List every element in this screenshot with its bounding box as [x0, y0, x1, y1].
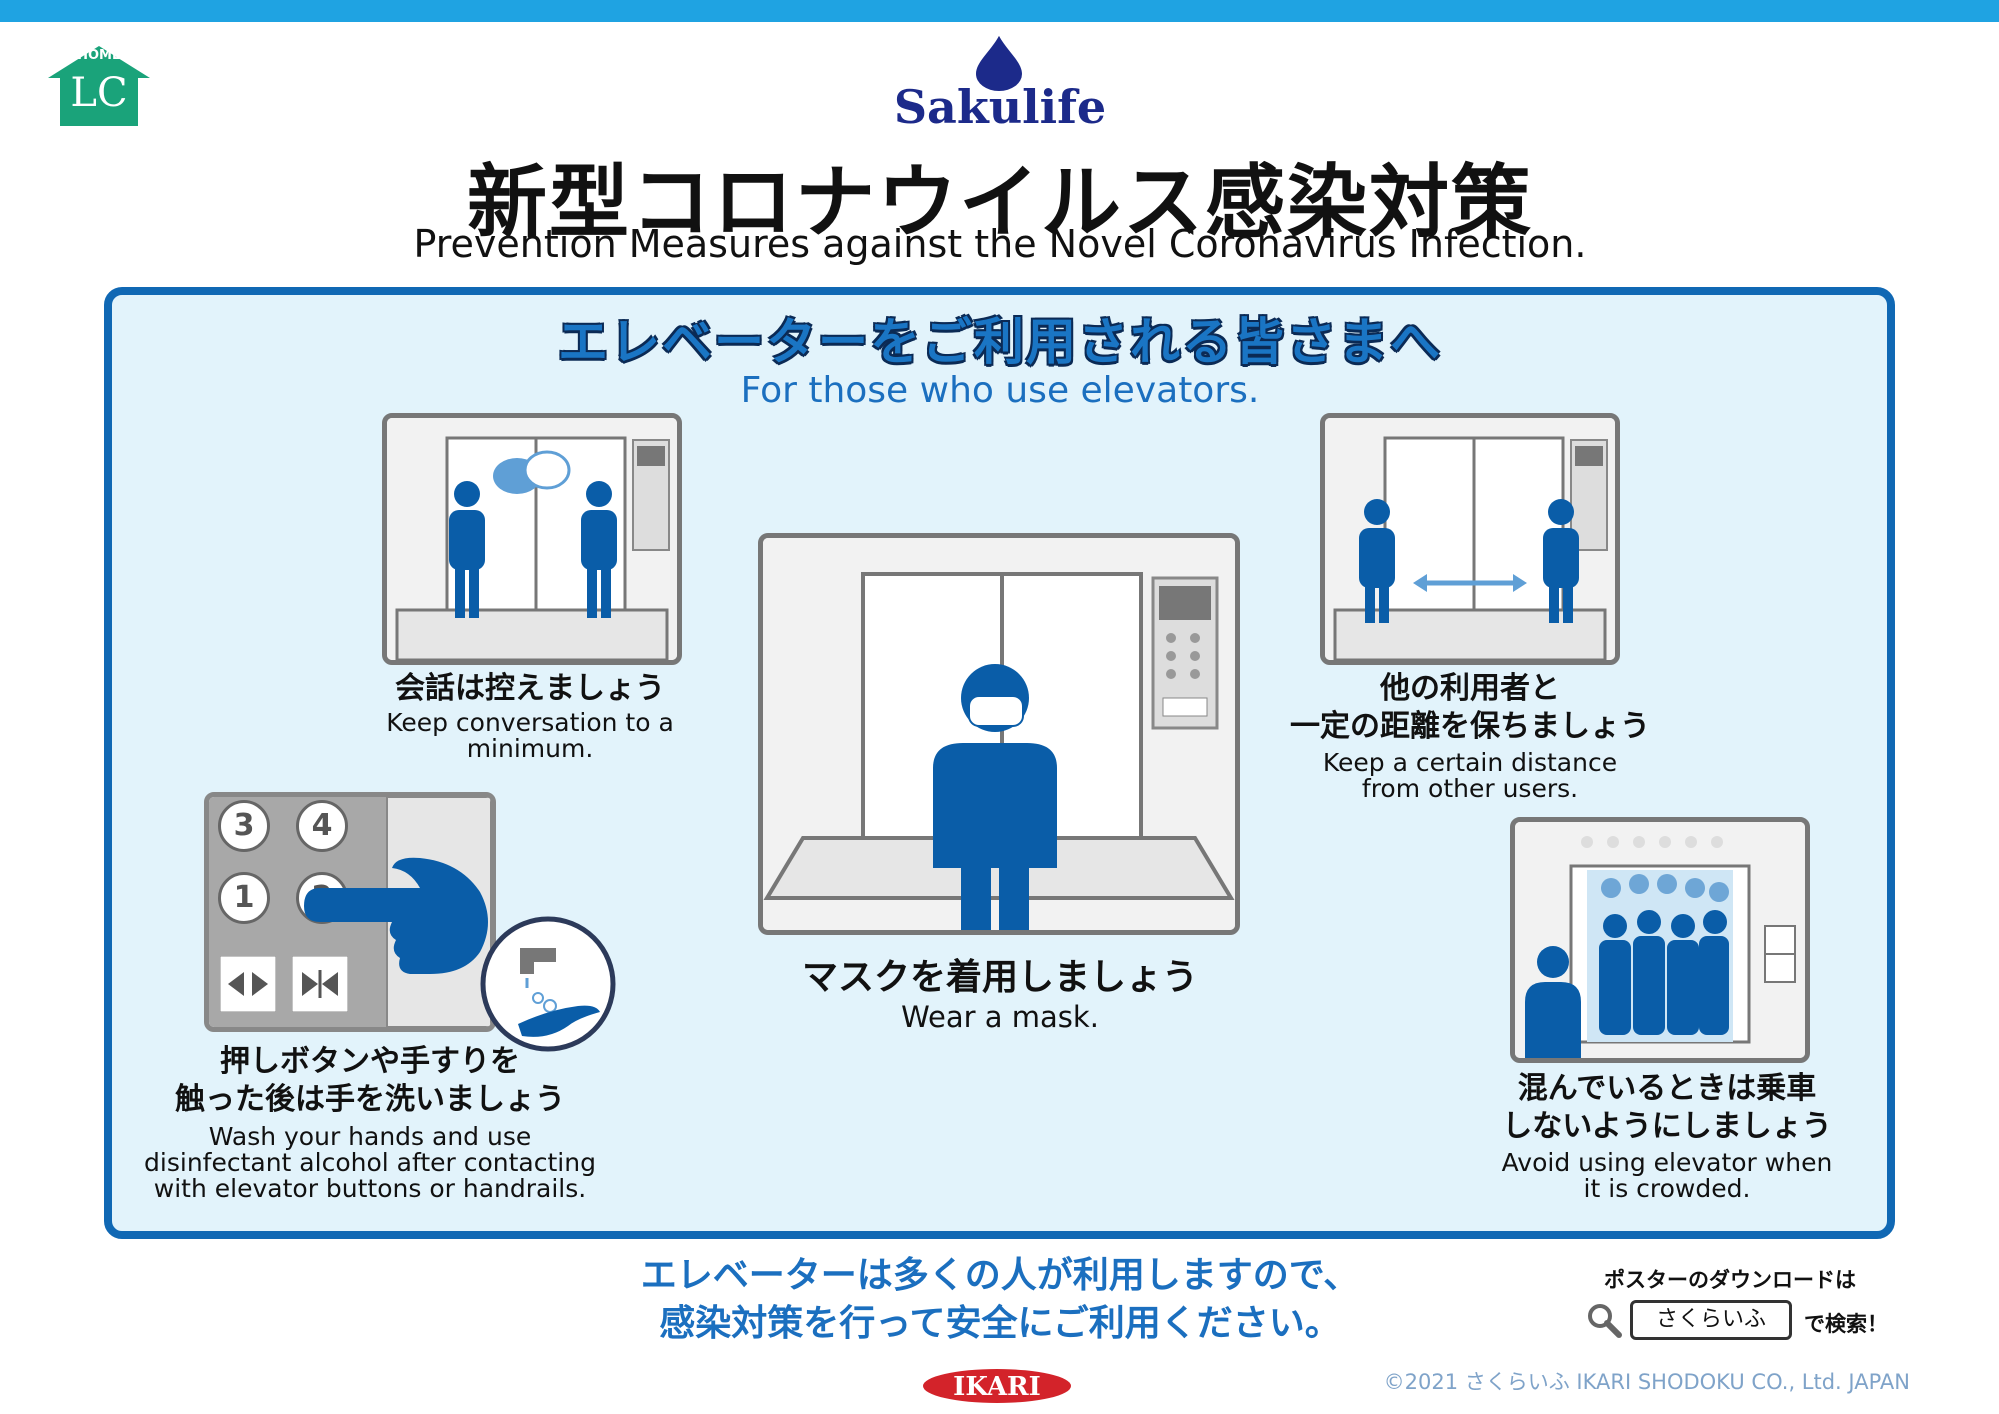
search-icon[interactable] [1586, 1302, 1622, 1338]
door-open-button-icon[interactable] [220, 956, 276, 1012]
download-label: ポスターのダウンロードは [1604, 1268, 1856, 1292]
water-drop-icon [976, 36, 1022, 91]
top-bar [0, 0, 1999, 22]
floor-button[interactable]: 1 [218, 872, 270, 924]
panel-title: エレベーターをご利用される皆さまへ [558, 313, 1442, 371]
brand-name: Sakulife [893, 80, 1107, 134]
hand-wash-icon [480, 916, 616, 1052]
caption-mask-en: Wear a mask. [901, 1000, 1099, 1034]
page-title: 新型コロナウイルス感染対策 [467, 156, 1533, 249]
caption-handwash-en: Wash your hands and use disinfectant alc… [144, 1122, 596, 1203]
bottom-message: エレベーターは多くの人が利用しますので、 感染対策を行って安全にご利用ください。 [640, 1255, 1360, 1344]
caption-distance-jp: 他の利用者と 一定の距離を保ちましょう [1290, 671, 1650, 744]
pointing-hand-icon [304, 857, 488, 974]
caption-conversation-jp: 会話は控えましょう [395, 671, 665, 706]
door-close-button-icon[interactable] [292, 956, 348, 1012]
floor-button[interactable]: 4 [296, 800, 348, 852]
illustration-conversation [382, 413, 682, 665]
home-logo-text: LC [70, 70, 128, 116]
illustration-mask [758, 533, 1240, 935]
caption-mask-jp: マスクを着用しましょう [801, 957, 1198, 998]
floor-button[interactable]: 3 [218, 800, 270, 852]
ikari-logo-text: IKARI [953, 1372, 1041, 1402]
search-input[interactable]: さくらいふ [1630, 1300, 1792, 1340]
illustration-crowded [1510, 817, 1810, 1063]
home-label: HOME [77, 48, 121, 63]
panel-subtitle: For those who use elevators. [740, 370, 1260, 411]
illustration-distance [1320, 413, 1620, 665]
caption-distance-en: Keep a certain distance from other users… [1322, 748, 1618, 803]
copyright: ©2021 さくらいふ IKARI SHODOKU CO., Ltd. JAPA… [1383, 1370, 1910, 1394]
caption-crowded-en: Avoid using elevator when it is crowded. [1501, 1148, 1833, 1203]
search-suffix: で検索！ [1804, 1312, 1888, 1336]
house-icon[interactable] [46, 44, 152, 126]
caption-crowded-jp: 混んでいるときは乗車 しないようにしましょう [1502, 1071, 1832, 1144]
ikari-logo: IKARI [923, 1369, 1071, 1403]
caption-handwash-jp: 押しボタンや手すりを 触った後は手を洗いましょう [175, 1044, 565, 1117]
caption-conversation-en: Keep conversation to a minimum. [386, 708, 674, 763]
page-subtitle: Prevention Measures against the Novel Co… [413, 222, 1587, 266]
